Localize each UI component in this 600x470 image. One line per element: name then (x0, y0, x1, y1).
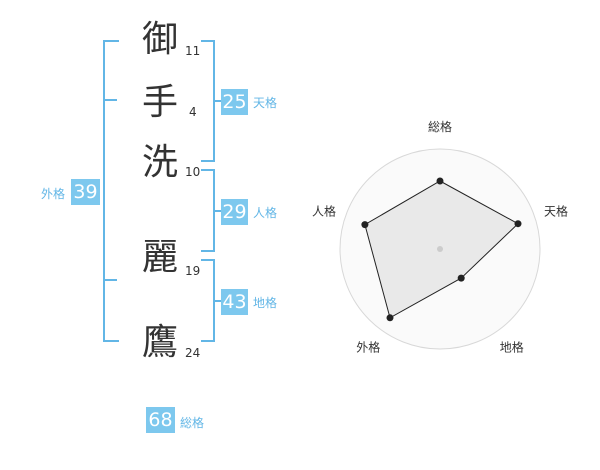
stroke-count-4: 19 (185, 264, 201, 278)
given-char-1: 麗 (141, 237, 178, 278)
name-char-2: 手 (141, 82, 178, 123)
stroke-count-3: 10 (185, 165, 201, 179)
tenkaku-label: 天格 (253, 96, 278, 110)
radar-axis-label: 総格 (428, 119, 452, 134)
soukaku-label: 総格 (180, 416, 205, 430)
name-char-3: 洗 (141, 142, 178, 183)
tenkaku-connector (213, 100, 221, 102)
jinkaku-label: 人格 (253, 206, 278, 220)
radar-axis-label: 地格 (500, 340, 524, 355)
radar-axis-label: 天格 (544, 203, 568, 218)
radar-point-2 (514, 220, 522, 228)
radar-point-1 (436, 177, 444, 185)
given-char-2: 鷹 (141, 322, 178, 363)
chikaku-value: 43 (221, 289, 248, 315)
gaikaku-bracket-tick (103, 99, 117, 101)
radar-axis-label: 外格 (356, 340, 380, 355)
radar-point-5 (361, 221, 369, 229)
tenkaku-value: 25 (221, 89, 248, 115)
radar-center-dot (437, 246, 443, 252)
gaikaku-bracket (103, 40, 119, 342)
stroke-count-2: 4 (189, 105, 197, 119)
soukaku-value: 68 (146, 407, 175, 433)
gaikaku-label: 外格 (41, 187, 66, 201)
jinkaku-value: 29 (221, 199, 248, 225)
gaikaku-bracket-tick (103, 279, 117, 281)
radar-points (361, 177, 522, 322)
radar-point-3 (457, 274, 465, 282)
name-char-1: 御 (141, 19, 178, 60)
chikaku-label: 地格 (253, 296, 278, 310)
radar-point-4 (386, 314, 394, 322)
jinkaku-connector (213, 210, 221, 212)
chikaku-connector (213, 300, 221, 302)
stroke-count-1: 11 (185, 44, 201, 58)
radar-axis-label: 人格 (312, 203, 336, 218)
stroke-count-5: 24 (185, 346, 201, 360)
gaikaku-value: 39 (71, 179, 100, 205)
